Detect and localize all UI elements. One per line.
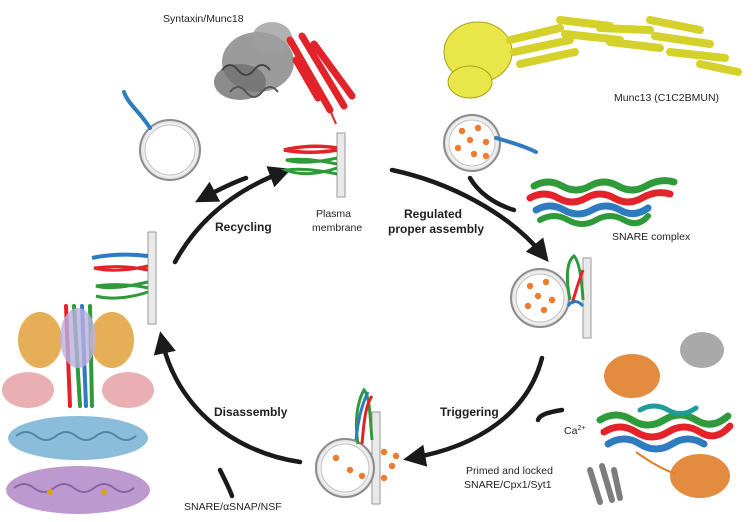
- arrow-triggering: [403, 355, 545, 467]
- arrow-regulated-assembly: [389, 167, 549, 262]
- label-munc13: Munc13 (C1C2BMUN): [614, 92, 719, 104]
- recycled-vesicle: [122, 90, 201, 181]
- label-calcium: Ca2+: [564, 425, 585, 437]
- label-snare-complex: SNARE complex: [612, 231, 691, 243]
- label-recycling: Recycling: [215, 220, 272, 234]
- syntaxin-munc18-structure: [214, 22, 356, 125]
- nsf-complex-structure: [2, 304, 154, 514]
- primed-vesicle: [510, 254, 592, 339]
- label-triggering: Triggering: [440, 405, 499, 419]
- docking-vesicle: [443, 114, 538, 172]
- neurotransmitter-dots: [454, 124, 490, 160]
- label-disassembly: Disassembly: [214, 405, 288, 419]
- synaptobrevin-strand: [122, 90, 152, 130]
- cis-snare-membrane: [91, 231, 157, 325]
- label-regulated-line1: Regulated: [404, 207, 462, 221]
- arrow-disassembly: [153, 331, 303, 465]
- label-primed-locked-line1: Primed and locked: [466, 465, 553, 477]
- fusion-vesicle: [315, 387, 400, 505]
- plasma-membrane-top: [280, 132, 346, 198]
- label-regulated-line2: proper assembly: [388, 222, 484, 236]
- label-primed-locked-line2: SNARE/Cpx1/Syt1: [464, 479, 552, 491]
- arrow-ca-feed: [535, 407, 565, 423]
- arrow-nsf-feed: [217, 467, 235, 499]
- label-syntaxin-munc18: Syntaxin/Munc18: [163, 13, 244, 25]
- label-plasma-membrane-line1: Plasma: [316, 208, 351, 220]
- arrow-recycling: [172, 166, 292, 265]
- label-plasma-membrane-line2: membrane: [312, 222, 362, 234]
- arrow-munc13-feed: [467, 175, 517, 213]
- label-nsf-complex: SNARE/αSNAP/NSF: [184, 501, 282, 513]
- cycle-arrows: [153, 166, 565, 499]
- primed-locked-structure: [587, 332, 734, 505]
- snare-complex-structure: [526, 177, 678, 227]
- munc13-structure: [443, 16, 742, 99]
- arrow-vesicle-return: [195, 175, 249, 203]
